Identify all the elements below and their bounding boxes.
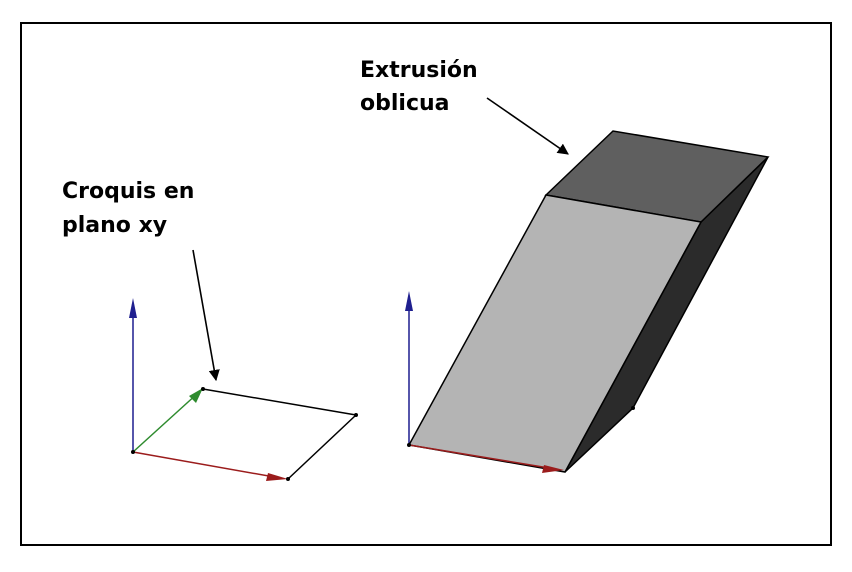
x-axis-right-arrowhead (542, 465, 564, 473)
y-axis-left (132, 392, 199, 453)
sketch-label-line1: Croquis en (62, 179, 194, 204)
x-axis-right (408, 444, 556, 470)
z-axis-right-arrowhead (405, 291, 413, 311)
extrusion-group (405, 130, 770, 473)
x-axis-left-arrowhead (266, 473, 288, 481)
origin-point (407, 443, 411, 447)
extrusion-pointer-arrow (486, 97, 569, 155)
origin-point (131, 450, 135, 454)
extrusion-label-line2: oblicua (360, 91, 450, 116)
extrusion-label-line1: Extrusión (360, 58, 478, 83)
sketch-vertex (286, 477, 290, 481)
extrusion-vertex (631, 406, 635, 410)
sketch-label-line2: plano xy (62, 213, 167, 238)
sketch-pointer-arrow (192, 249, 220, 382)
sketch-callout: Croquis en plano xy (62, 179, 220, 382)
x-axis-left (132, 451, 281, 479)
sketch-vertex (201, 387, 205, 391)
sketch-profile (202, 388, 358, 480)
sketch-group (129, 298, 358, 481)
extrusion-callout: Extrusión oblicua (360, 58, 569, 155)
sketch-vertex (354, 413, 358, 417)
z-axis-left-arrowhead (129, 298, 137, 318)
y-axis-left-arrowhead (189, 388, 203, 403)
extrusion-front-face (407, 194, 703, 473)
